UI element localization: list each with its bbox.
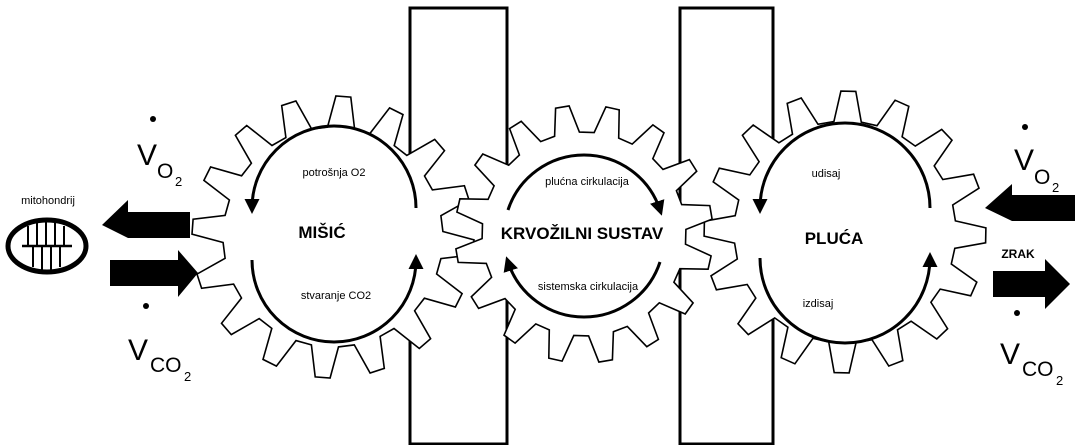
svg-text:CO: CO — [150, 354, 182, 377]
mitochondria-label: mitohondrij — [21, 195, 75, 207]
circulation-title: KRVOŽILNI SUSTAV — [501, 224, 664, 243]
circulation-bottom-label: sistemska cirkulacija — [538, 281, 639, 293]
svg-text:2: 2 — [1056, 373, 1063, 388]
left-vco2-symbol: V CO 2 — [128, 303, 191, 384]
air-label: ZRAK — [1001, 247, 1035, 261]
right-vco2-symbol: V CO 2 — [1000, 310, 1063, 388]
lungs-bottom-label: izdisaj — [803, 298, 834, 310]
muscle-top-label: potrošnja O2 — [303, 167, 366, 179]
svg-text:V: V — [137, 139, 157, 172]
svg-text:V: V — [1000, 338, 1020, 371]
mitochondria-icon — [8, 220, 86, 272]
circulation-top-label: plućna cirkulacija — [545, 176, 630, 188]
muscle-title: MIŠIĆ — [298, 223, 345, 242]
svg-text:V: V — [128, 334, 148, 367]
left-arrow-o2-in — [102, 200, 190, 238]
right-vo2-symbol: V O 2 — [1014, 124, 1059, 195]
right-arrow-co2-out — [993, 259, 1070, 309]
right-arrow-o2-in — [985, 184, 1075, 221]
svg-text:V: V — [1014, 144, 1034, 177]
lungs-title: PLUĆA — [805, 229, 864, 248]
left-arrow-co2-out — [110, 250, 198, 297]
svg-text:2: 2 — [175, 174, 182, 189]
svg-text:2: 2 — [184, 369, 191, 384]
left-vo2-symbol: V O 2 — [137, 116, 182, 189]
lungs-top-label: udisaj — [812, 168, 841, 180]
svg-text:O: O — [157, 160, 173, 183]
svg-text:O: O — [1034, 166, 1050, 189]
muscle-bottom-label: stvaranje CO2 — [301, 290, 371, 302]
svg-text:2: 2 — [1052, 180, 1059, 195]
svg-text:CO: CO — [1022, 358, 1054, 381]
